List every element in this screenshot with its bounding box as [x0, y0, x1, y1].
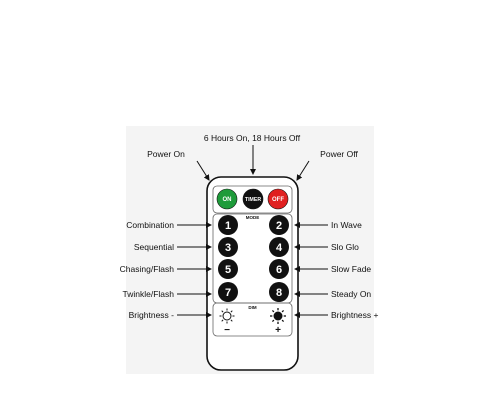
power-off-callout-label: Power Off	[320, 149, 358, 159]
number-key-8[interactable]: 8	[269, 282, 289, 302]
dim-label: DIM	[248, 305, 257, 310]
left-callout-label: Brightness -	[129, 310, 175, 320]
right-callout-label: Slo Glo	[331, 242, 359, 252]
number-key-label: 7	[225, 287, 231, 299]
right-callout-label: In Wave	[331, 220, 362, 230]
dim-panel	[212, 302, 293, 337]
number-key-label: 1	[225, 220, 231, 232]
mode-label: MODE	[246, 215, 260, 220]
number-key-2[interactable]: 2	[269, 215, 289, 235]
power-on-callout-label: Power On	[147, 149, 185, 159]
sun-outline-icon	[219, 308, 235, 324]
number-key-7[interactable]: 7	[218, 282, 238, 302]
minus-sign: −	[224, 325, 230, 336]
left-callout-label: Combination	[126, 220, 174, 230]
power-off-arrow	[296, 160, 310, 181]
number-key-label: 4	[276, 242, 283, 254]
number-key-label: 6	[276, 264, 282, 276]
number-key-3[interactable]: 3	[218, 237, 238, 257]
brightness-down-button[interactable]: −	[219, 308, 235, 337]
number-key-label: 5	[225, 264, 231, 276]
off-button[interactable]: OFF	[267, 188, 289, 210]
off-button-label: OFF	[272, 197, 284, 203]
number-key-label: 3	[225, 242, 231, 254]
number-key-1[interactable]: 1	[218, 215, 238, 235]
right-callout-label: Slow Fade	[331, 264, 371, 274]
right-callout-label: Steady On	[331, 289, 371, 299]
power-on-arrow	[196, 160, 210, 181]
sun-filled-icon	[270, 308, 286, 324]
number-key-4[interactable]: 4	[269, 237, 289, 257]
power-button-panel	[212, 185, 293, 214]
right-callout-label: Brightness +	[331, 310, 379, 320]
on-button-label: ON	[223, 197, 232, 203]
number-key-6[interactable]: 6	[269, 259, 289, 279]
left-callout-label: Sequential	[134, 242, 174, 252]
timer-callout-label: 6 Hours On, 18 Hours Off	[204, 133, 301, 143]
brightness-up-button[interactable]: +	[270, 308, 286, 336]
number-key-label: 8	[276, 287, 282, 299]
timer-button-label: TIMER	[245, 197, 261, 203]
left-callout-label: Chasing/Flash	[120, 264, 175, 274]
timer-button[interactable]: TIMER	[242, 188, 264, 210]
on-button[interactable]: ON	[216, 188, 238, 210]
number-key-5[interactable]: 5	[218, 259, 238, 279]
left-callout-label: Twinkle/Flash	[123, 289, 175, 299]
number-key-label: 2	[276, 220, 282, 232]
plus-sign: +	[275, 325, 281, 336]
